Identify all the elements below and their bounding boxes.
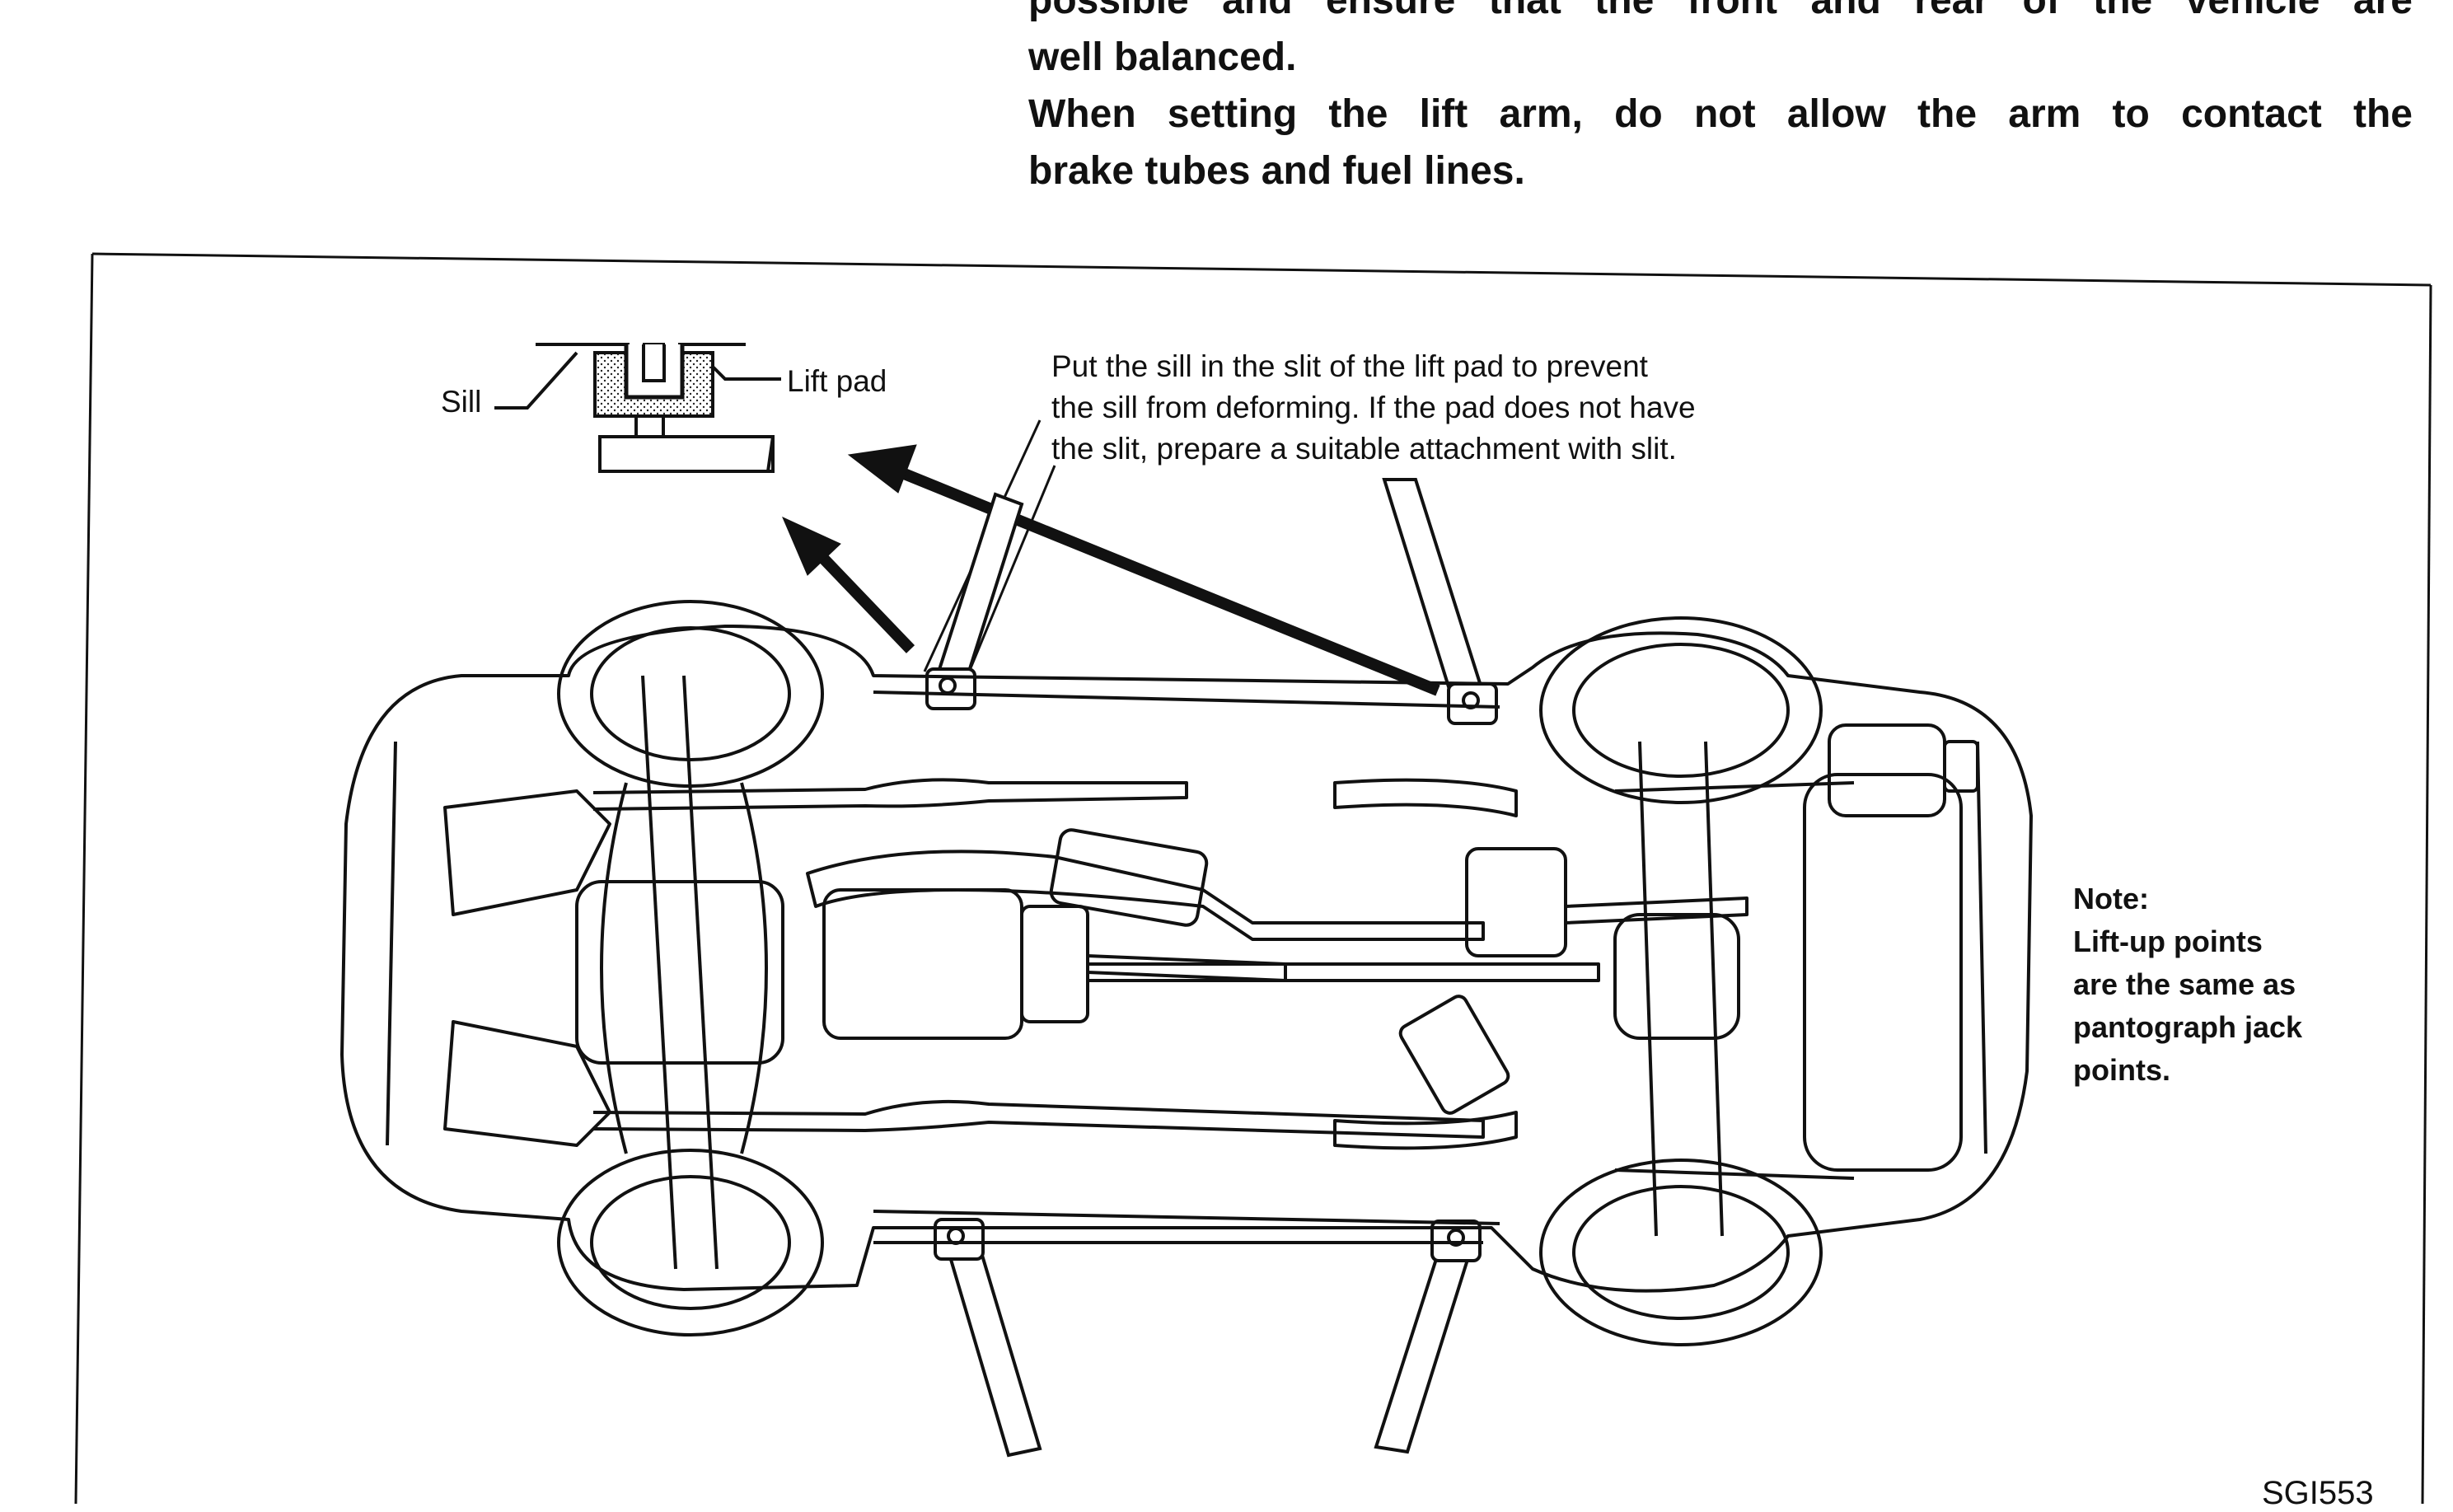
sill-label: Sill — [441, 385, 481, 419]
callout-line-3: the slit, prepare a suitable attachment … — [1051, 432, 1677, 466]
figure-code: SGI553 — [2262, 1475, 2374, 1511]
callout-line-2: the sill from deforming. If the pad does… — [1051, 391, 1696, 424]
vehicle-underside — [340, 600, 2033, 1346]
intro-line-2: well balanced. — [1028, 35, 1297, 79]
intro-line-3: When setting the lift arm, do not allow … — [1028, 92, 2413, 136]
note-line-4: pantograph jack — [2073, 1010, 2303, 1044]
direction-arrows — [782, 444, 1440, 696]
note-line-2: Lift-up points — [2073, 925, 2263, 958]
figure-frame — [74, 252, 2432, 1504]
lift-arms — [925, 478, 1498, 1458]
lift-pad-label: Lift pad — [787, 364, 887, 398]
callout-line-1: Put the sill in the slit of the lift pad… — [1051, 349, 1648, 383]
sill-slit-callout: Put the sill in the slit of the lift pad… — [1051, 346, 1696, 470]
sill-lift-pad-inset — [494, 343, 781, 473]
intro-text: possible and ensure that the front and r… — [1028, 0, 2413, 199]
intro-line-1: possible and ensure that the front and r… — [1028, 0, 2413, 22]
note-line-3: are the same as — [2073, 967, 2296, 1001]
intro-line-4: brake tubes and fuel lines. — [1028, 149, 1525, 193]
lift-point-note: Note: Lift-up points are the same as pan… — [2073, 878, 2302, 1092]
note-line-5: points. — [2073, 1053, 2170, 1087]
note-line-1: Note: — [2073, 882, 2149, 915]
